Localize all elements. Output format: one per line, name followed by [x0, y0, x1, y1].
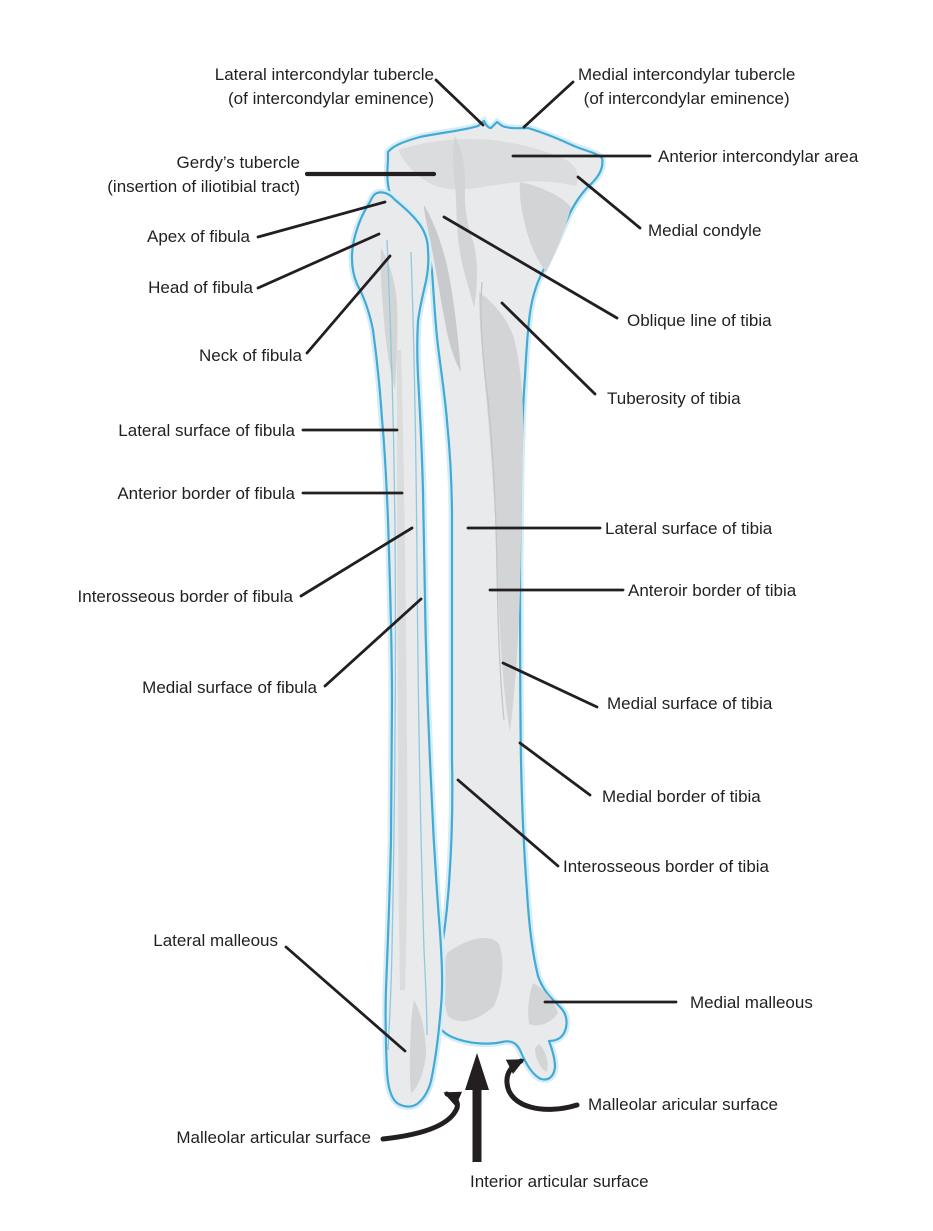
fibula-shape [350, 191, 444, 1108]
leader-lateral-malleous [284, 945, 407, 1053]
fibula-shaft-shading [397, 350, 408, 990]
tibia-anterior-border-line [480, 281, 505, 721]
leader-medial-surface-of-fibula [323, 597, 423, 688]
label-medial-surface-of-tibia: Medial surface of tibia [607, 694, 773, 713]
tibia-distal-right-shading [528, 983, 558, 1026]
fibula-distal-shading [409, 1000, 426, 1093]
leader-interosseous-border-of-fibula [299, 526, 414, 598]
tibia-plateau-shading [398, 139, 578, 190]
label-interosseous-border-of-tibia: Interosseous border of tibia [563, 857, 770, 876]
malleolar-articular-surface-left-arrow [380, 1091, 463, 1142]
leader-head-of-fibula [256, 232, 381, 290]
label-medial-surface-of-fibula: Medial surface of fibula [142, 678, 317, 697]
label-interosseous-border-of-fibula: Interosseous border of fibula [77, 587, 293, 606]
leader-medial-surface-of-tibia [501, 661, 599, 709]
label-interior-articular-surface: Interior articular surface [470, 1172, 649, 1191]
tibia-oblique-line-shading [424, 205, 461, 372]
label-oblique-line-of-tibia: Oblique line of tibia [627, 311, 772, 330]
tibia-malleolus-shading [535, 1044, 548, 1072]
label-lateral-surface-of-fibula: Lateral surface of fibula [118, 421, 295, 440]
tibia-condyle-shading [519, 182, 571, 272]
tibia-bone [383, 115, 606, 1083]
leader-interosseous-border-of-tibia [456, 778, 560, 868]
label-head-of-fibula: Head of fibula [148, 278, 253, 297]
label-lateral-malleous: Lateral malleous [153, 931, 278, 950]
label-lateral-intercondylar-tubercle: Lateral intercondylar tubercle (of inter… [214, 65, 434, 108]
interior-articular-surface-arrow-head [465, 1053, 489, 1090]
tibia-tuberosity-shading [479, 292, 524, 732]
label-medial-malleous: Medial malleous [690, 993, 813, 1012]
fibula-inner-border-right [410, 251, 428, 1036]
leader-apex-of-fibula [256, 200, 387, 239]
label-anterior-border-of-fibula: Anterior border of fibula [117, 484, 295, 503]
arrows [380, 1053, 580, 1162]
label-malleolar-articular-surface-left: Malleolar articular surface [176, 1128, 371, 1147]
label-medial-condyle: Medial condyle [648, 221, 762, 240]
tibia-shape [386, 119, 604, 1081]
label-gerdys-tubercle: Gerdy’s tubercle (insertion of iliotibia… [107, 153, 300, 196]
label-apex-of-fibula: Apex of fibula [146, 227, 250, 246]
label-neck-of-fibula: Neck of fibula [199, 346, 302, 365]
leader-lateral-intercondylar-tubercle [434, 78, 485, 127]
label-anterior-intercondylar-area: Anterior intercondylar area [658, 147, 859, 166]
label-malleolar-aricular-surface-right: Malleolar aricular surface [588, 1095, 778, 1114]
malleolar-aricular-surface-right-arrow [504, 1058, 580, 1112]
tibia-intercondylar-shading [453, 136, 477, 308]
leader-neck-of-fibula [305, 254, 392, 355]
label-anteroir-border-of-tibia: Anteroir border of tibia [628, 581, 797, 600]
label-medial-intercondylar-tubercle: Medial intercondylar tubercle (of interc… [578, 65, 796, 108]
leader-medial-border-of-tibia [518, 741, 592, 797]
label-tuberosity-of-tibia: Tuberosity of tibia [607, 389, 741, 408]
leader-medial-intercondylar-tubercle [522, 80, 575, 129]
leader-tuberosity-of-tibia [500, 301, 597, 396]
leader-lines [256, 78, 678, 1053]
leader-medial-condyle [576, 175, 642, 230]
fibula-inner-border-left [386, 239, 397, 1051]
label-medial-border-of-tibia: Medial border of tibia [602, 787, 761, 806]
fibula-head-shading [380, 248, 398, 390]
label-lateral-surface-of-tibia: Lateral surface of tibia [605, 519, 773, 538]
tibia-distal-shading [443, 938, 503, 1022]
leader-oblique-line-of-tibia [442, 215, 619, 320]
fibula-bone [348, 188, 446, 1110]
